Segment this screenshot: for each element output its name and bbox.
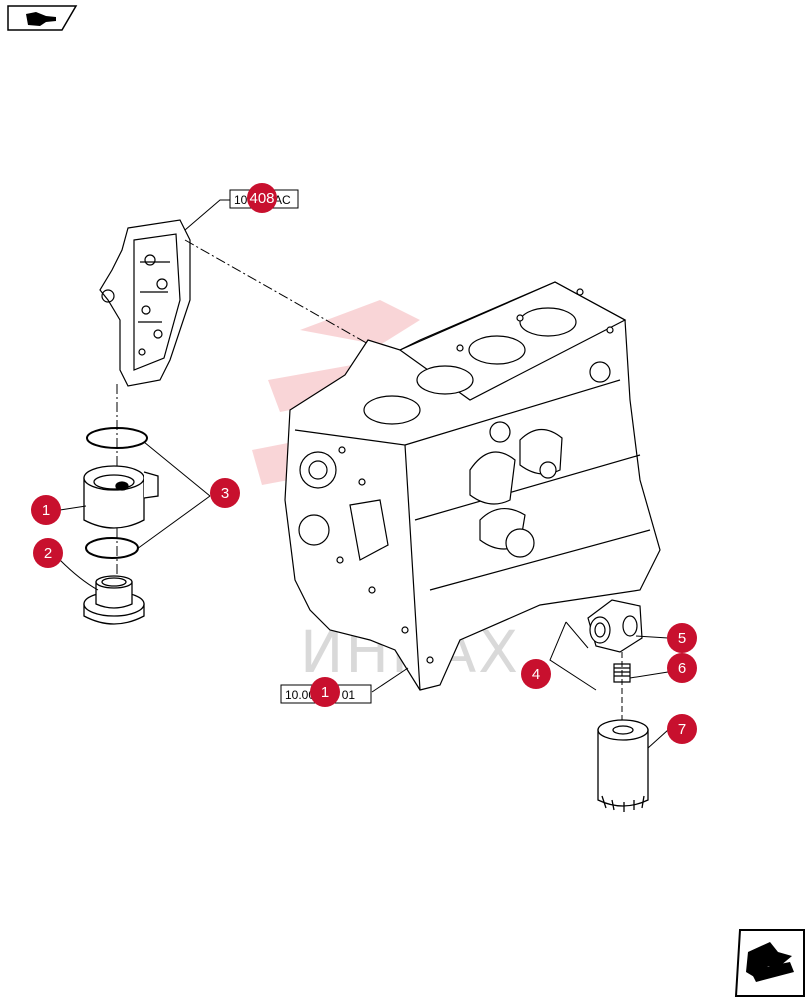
callout-2[interactable]: 2 xyxy=(33,538,63,568)
reference-label-top[interactable]: 10.408.AC 408 xyxy=(184,183,299,231)
reference-badge-bottom xyxy=(310,677,340,707)
leader-5 xyxy=(635,635,669,639)
next-page-button[interactable] xyxy=(734,929,805,997)
callout-3-text: 3 xyxy=(221,485,229,502)
callout-7[interactable]: 7 xyxy=(667,714,697,744)
part-2-nozzle xyxy=(83,575,145,625)
leader-4 xyxy=(549,621,597,691)
callout-5-text: 5 xyxy=(678,630,686,647)
leader-cover-to-block xyxy=(184,239,371,346)
callout-5[interactable]: 5 xyxy=(667,623,697,653)
callout-7-text: 7 xyxy=(678,721,686,738)
arrow-next-icon xyxy=(746,942,794,982)
reference-badge-top xyxy=(247,183,277,213)
callout-6[interactable]: 6 xyxy=(667,653,697,683)
leader-7 xyxy=(647,729,669,749)
part-7-oil-filter xyxy=(597,719,649,812)
reference-badge-bottom-text: 1 xyxy=(321,684,329,701)
callout-4-text: 4 xyxy=(532,666,540,683)
callout-4[interactable]: 4 xyxy=(521,659,551,689)
leader-1 xyxy=(59,505,87,511)
reference-badge-top-text: 408 xyxy=(249,190,274,207)
prev-page-button[interactable] xyxy=(7,5,78,31)
callout-1[interactable]: 1 xyxy=(31,495,61,525)
reference-label-bottom[interactable]: 10.001.ab 01 1 xyxy=(280,667,409,707)
callout-3[interactable]: 3 xyxy=(210,478,240,508)
callout-2-text: 2 xyxy=(44,545,52,562)
engine-block xyxy=(284,281,661,691)
leader-3-lower xyxy=(136,495,211,550)
callout-6-text: 6 xyxy=(678,660,686,677)
leader-3-upper xyxy=(143,441,211,497)
leader-2 xyxy=(59,559,99,591)
leader-6 xyxy=(629,671,669,679)
part-1-housing xyxy=(83,465,159,529)
part-5-filter-head xyxy=(587,599,643,653)
o-ring-upper xyxy=(86,427,148,449)
o-ring-lower xyxy=(85,537,139,559)
hand-pointing-icon xyxy=(26,12,56,26)
callout-1-text: 1 xyxy=(42,502,50,519)
oil-cooler-cover xyxy=(99,219,191,387)
